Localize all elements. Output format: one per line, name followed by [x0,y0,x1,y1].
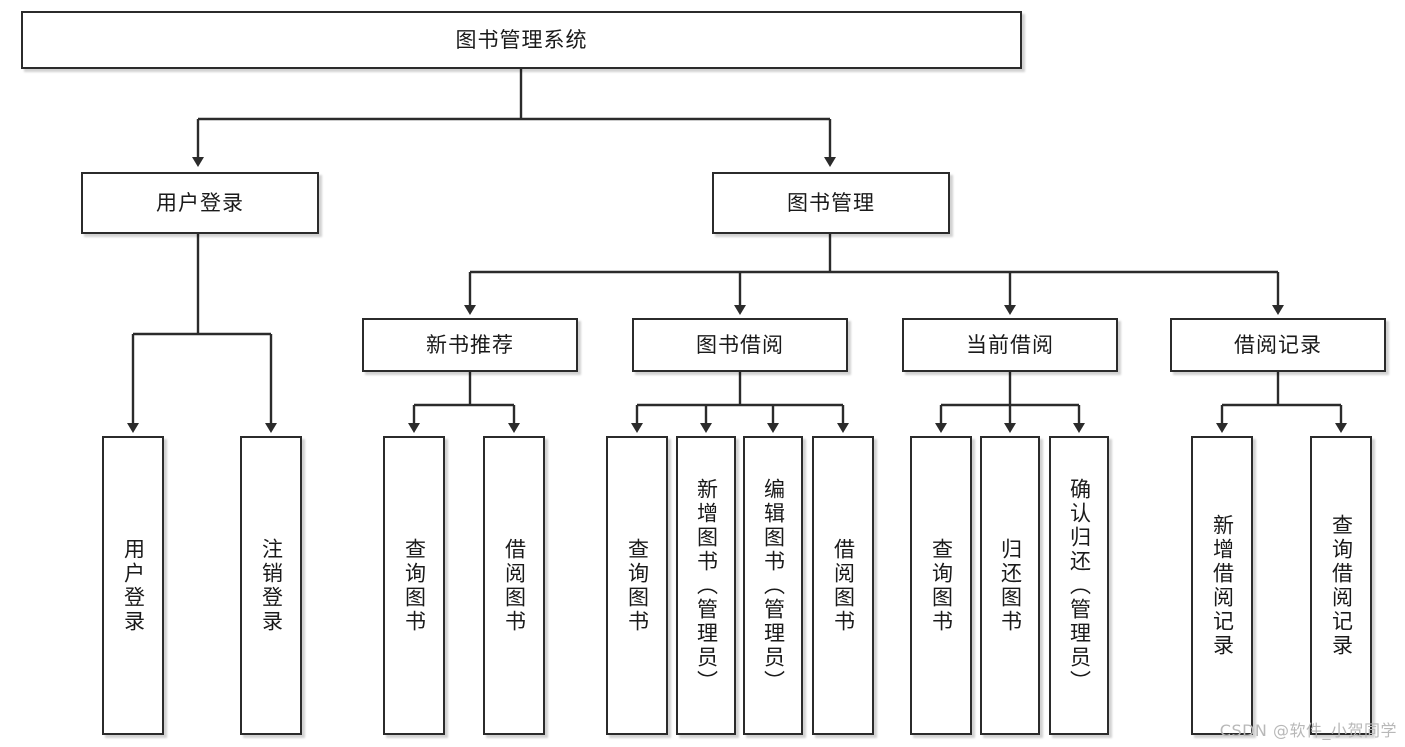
leaf-book-borrow-0-label: 查询图书 [625,537,650,634]
leaf-borrow-record-0[interactable]: 新增借阅记录 [1191,436,1253,735]
node-book-borrow-label: 图书借阅 [696,332,784,357]
leaf-user-login-1-label: 注销登录 [259,537,284,634]
leaf-book-borrow-1[interactable]: 新增图书（管理员） [676,436,736,735]
leaf-new-book-0-label: 查询图书 [402,537,427,634]
leaf-user-login-0[interactable]: 用户登录 [102,436,164,735]
leaf-new-book-1[interactable]: 借阅图书 [483,436,545,735]
node-new-book-recommend[interactable]: 新书推荐 [362,318,578,372]
node-book-management[interactable]: 图书管理 [712,172,950,234]
leaf-book-borrow-0[interactable]: 查询图书 [606,436,668,735]
node-current-borrow[interactable]: 当前借阅 [902,318,1118,372]
leaf-current-borrow-2[interactable]: 确认归还（管理员） [1049,436,1109,735]
leaf-user-login-1[interactable]: 注销登录 [240,436,302,735]
node-borrow-record[interactable]: 借阅记录 [1170,318,1386,372]
node-root[interactable]: 图书管理系统 [21,11,1022,69]
leaf-current-borrow-0[interactable]: 查询图书 [910,436,972,735]
node-book-borrow[interactable]: 图书借阅 [632,318,848,372]
leaf-borrow-record-1-label: 查询借阅记录 [1329,513,1354,658]
leaf-current-borrow-1[interactable]: 归还图书 [980,436,1040,735]
node-book-management-label: 图书管理 [787,190,875,215]
leaf-current-borrow-0-label: 查询图书 [929,537,954,634]
leaf-book-borrow-3[interactable]: 借阅图书 [812,436,874,735]
leaf-borrow-record-1[interactable]: 查询借阅记录 [1310,436,1372,735]
leaf-new-book-1-label: 借阅图书 [502,537,527,634]
node-root-label: 图书管理系统 [455,27,588,52]
leaf-current-borrow-1-label: 归还图书 [998,537,1023,634]
leaf-new-book-0[interactable]: 查询图书 [383,436,445,735]
node-user-login[interactable]: 用户登录 [81,172,319,234]
leaf-book-borrow-2[interactable]: 编辑图书（管理员） [743,436,803,735]
csdn-watermark: CSDN @软件_小贺同学 [1219,721,1397,740]
leaf-book-borrow-1-label: 新增图书（管理员） [694,477,719,694]
node-borrow-record-label: 借阅记录 [1234,332,1322,357]
node-new-book-recommend-label: 新书推荐 [426,332,514,357]
node-current-borrow-label: 当前借阅 [966,332,1054,357]
leaf-borrow-record-0-label: 新增借阅记录 [1210,513,1235,658]
leaf-book-borrow-2-label: 编辑图书（管理员） [761,477,786,694]
leaf-book-borrow-3-label: 借阅图书 [831,537,856,634]
leaf-user-login-0-label: 用户登录 [121,537,146,634]
leaf-current-borrow-2-label: 确认归还（管理员） [1067,477,1092,694]
node-user-login-label: 用户登录 [156,190,244,215]
